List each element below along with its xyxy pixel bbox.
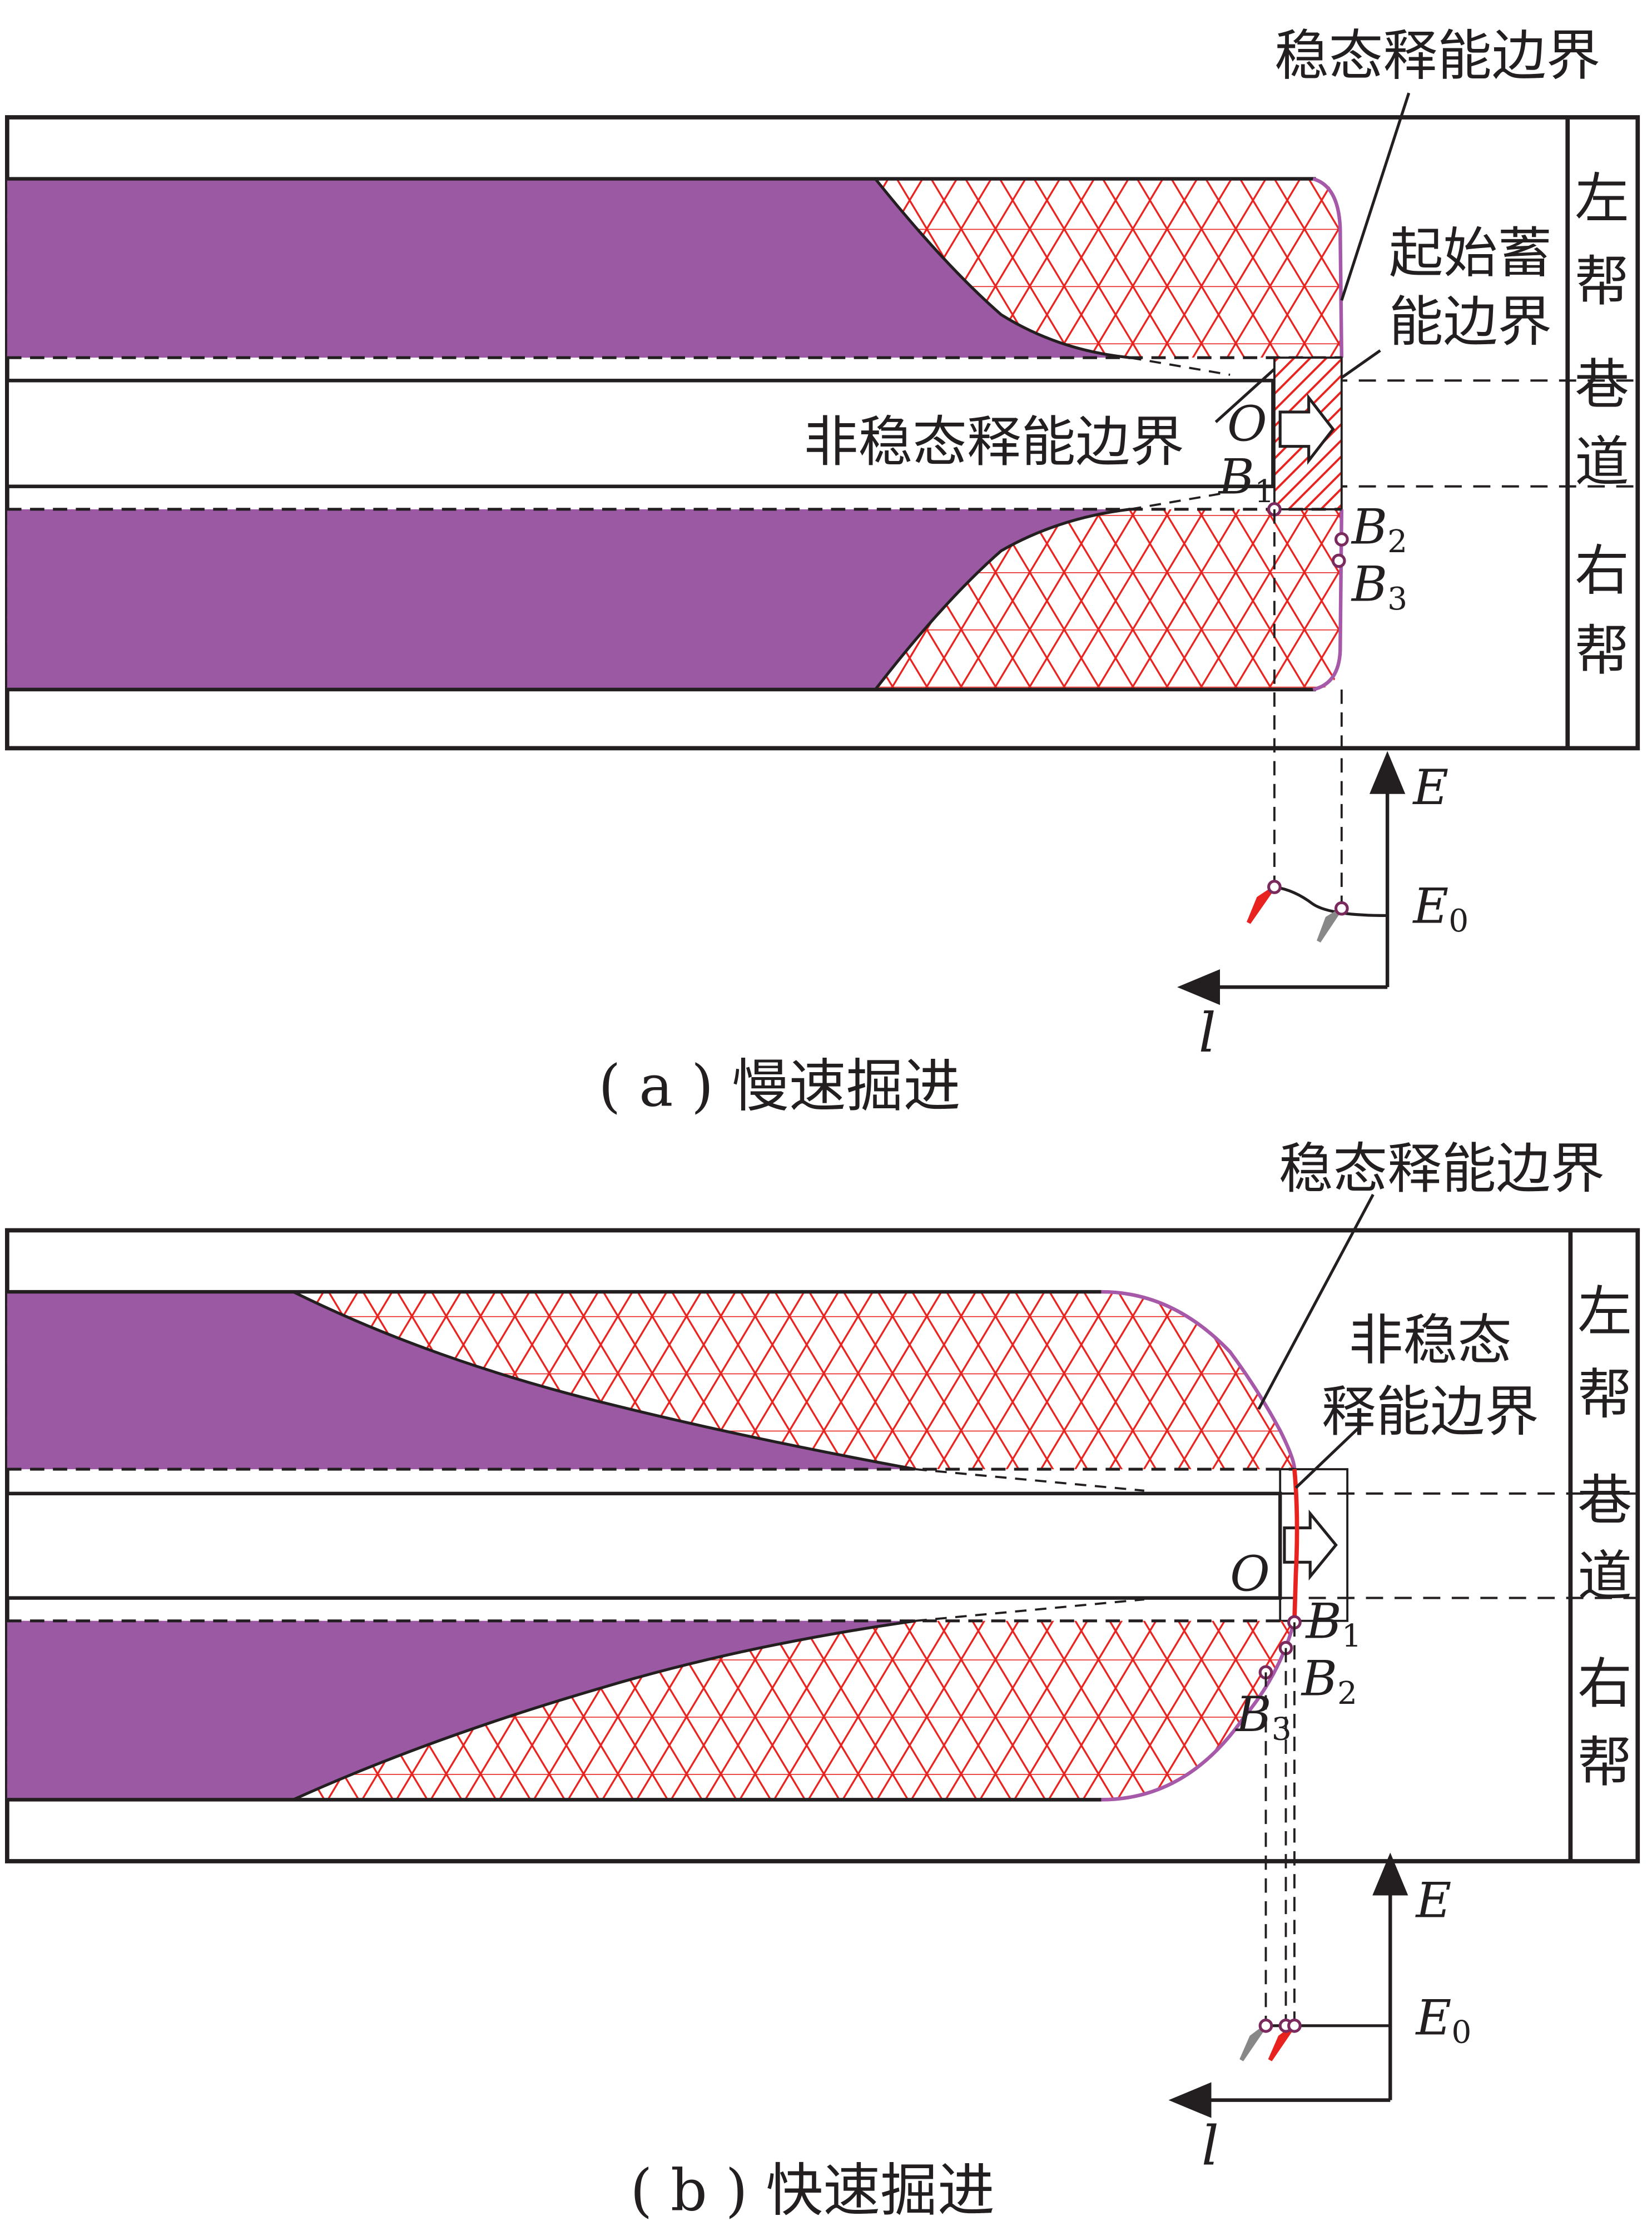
panel-b-point-b1-label: B1 (1305, 1593, 1362, 1654)
panel-b-point-b2-label: B2 (1301, 1650, 1357, 1712)
panel-a-point-b2-label: B2 (1351, 499, 1407, 560)
panel-b-unsteady-release-label-1: 非稳态 (1349, 1309, 1512, 1372)
panel-a-lower-steady-boundary (1312, 509, 1344, 692)
panel-b-axis-e-label: E (1415, 1872, 1452, 1928)
panel-a-unsteady-leader (1214, 368, 1276, 423)
panel-a-left-wall-label-2: 帮 (1575, 250, 1629, 314)
panel-b-advance-arrow-icon (1283, 1509, 1338, 1581)
panel-a-initial-storage-label-2: 能边界 (1389, 290, 1552, 354)
panel-b-point-o-label: O (1230, 1546, 1270, 1603)
panel-a-initial-storage-label-1: 起始蓄 (1389, 222, 1552, 285)
panel-a-point-b2 (1334, 532, 1349, 547)
panel-b-upper-steady-boundary (1101, 1290, 1297, 1470)
panel-a-right-wall-label-1: 右 (1575, 539, 1629, 603)
panel-a-point-b1-label: B1 (1218, 449, 1274, 510)
panel-a-point-b3-label: B3 (1351, 556, 1407, 617)
panel-b-caption: ( b ) 快速掘进 (630, 2158, 995, 2224)
panel-a-point-o-label: O (1227, 395, 1267, 452)
panel-b-steady-leader (1257, 1193, 1375, 1410)
panel-a-advance-arrow-icon (1278, 393, 1335, 465)
panel-b-left-wall-label-2: 帮 (1577, 1364, 1632, 1427)
panel-b-red-energy-arrow-icon (1268, 2026, 1293, 2061)
panel-b-unsteady-leader (1294, 1426, 1360, 1489)
panel-a-energy-curve (1274, 885, 1388, 918)
panel-a-axis-e-label: E (1412, 759, 1448, 816)
panel-b-axis-e0-label: E0 (1415, 1989, 1472, 2050)
panel-b-gray-energy-arrow-icon (1239, 2026, 1265, 2061)
panel-b-steady-release-label: 稳态释能边界 (1279, 1137, 1605, 1201)
panel-b: 稳态释能边界 非稳态 释能边界 左 帮 巷 道 右 帮 O B1 B2 B3 E… (5, 1137, 1640, 2224)
panel-a-storage-leader (1341, 349, 1381, 379)
panel-b-lower-steady-boundary (1101, 1620, 1297, 1802)
panel-a-point-b3 (1331, 553, 1346, 568)
panel-a-upper-steady-boundary (1312, 177, 1344, 358)
panel-a-axis-e0-label: E0 (1412, 877, 1469, 939)
panel-a-caption: ( a ) 慢速掘进 (598, 1053, 960, 1120)
panel-b-roadway (5, 1491, 1282, 1600)
panel-a-roadway (5, 379, 1275, 488)
panel-a-left-wall-label-1: 左 (1575, 167, 1629, 231)
panel-b-unsteady-release-label-2: 释能边界 (1322, 1381, 1539, 1444)
panel-a-unsteady-release-label: 非稳态释能边界 (804, 410, 1184, 474)
panel-a-roadway-label-1: 巷 (1575, 353, 1629, 417)
panel-a-red-energy-arrow-icon (1247, 888, 1273, 924)
panel-a-upper-purple-zone (7, 179, 1130, 358)
panel-a-gray-energy-arrow-icon (1317, 909, 1341, 943)
panel-b-axis-l-label: l (1202, 2114, 1219, 2178)
panel-b-unsteady-boundary-line (1292, 1469, 1299, 1621)
panel-a: 稳态释能边界 起始蓄 能边界 非稳态释能边界 左 帮 巷 道 右 帮 O B1 … (5, 24, 1640, 1120)
panel-b-upper-purple-zone (7, 1292, 916, 1470)
panel-b-roadway-label-1: 巷 (1577, 1469, 1632, 1533)
panel-b-left-wall-label-1: 左 (1577, 1281, 1632, 1344)
panel-a-lower-purple-zone (7, 509, 1130, 690)
panel-a-steady-release-label: 稳态释能边界 (1274, 24, 1600, 88)
panel-a-roadway-label-2: 道 (1575, 430, 1629, 494)
panel-b-right-wall-label-2: 帮 (1577, 1731, 1632, 1794)
panel-b-right-wall-label-1: 右 (1577, 1652, 1632, 1716)
panel-b-roadway-label-2: 道 (1577, 1545, 1632, 1608)
panel-a-right-wall-label-2: 帮 (1575, 619, 1629, 683)
panel-b-point-b3-label: B3 (1234, 1686, 1291, 1747)
panel-b-lower-purple-zone (7, 1620, 916, 1800)
panel-a-steady-leader (1340, 92, 1411, 301)
panel-a-axis-l-label: l (1199, 1002, 1216, 1065)
